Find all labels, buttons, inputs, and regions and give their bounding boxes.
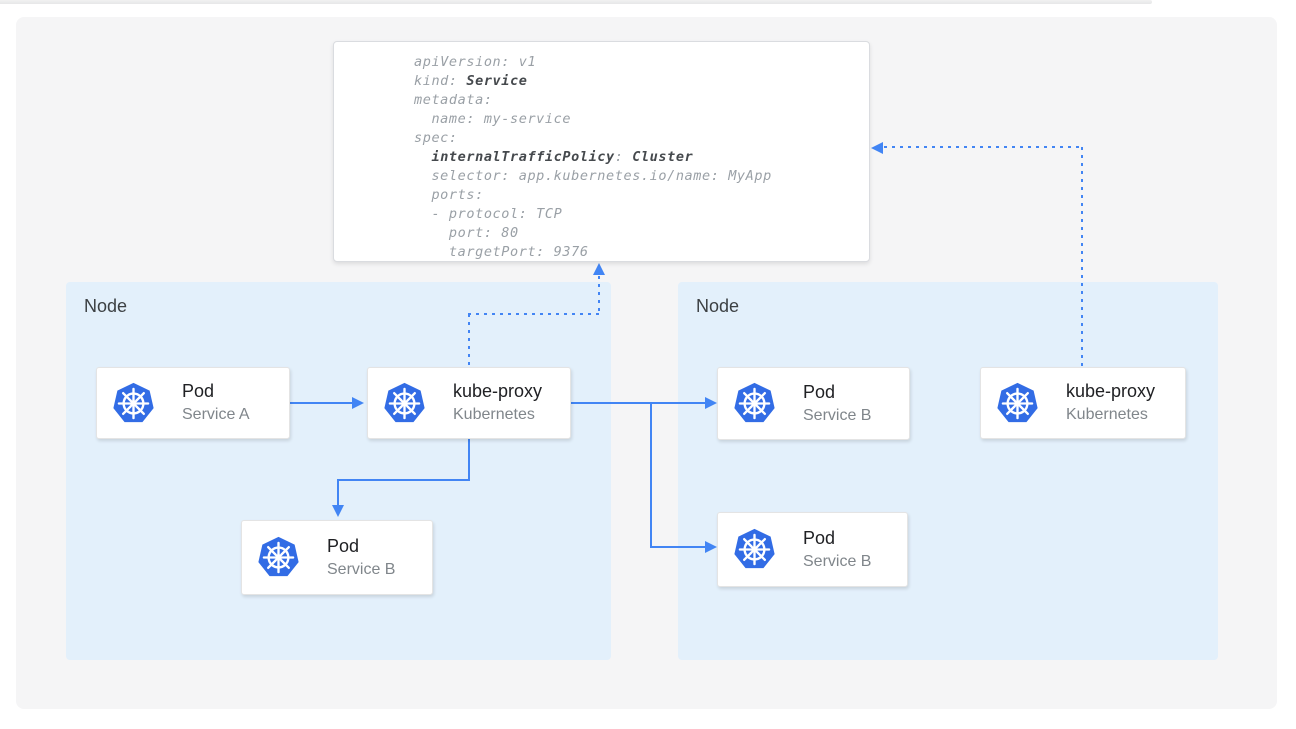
- kubernetes-icon: [733, 382, 776, 424]
- dotted-line-kube-proxy-up: [468, 314, 470, 367]
- arrowhead-right-icon: [352, 397, 364, 409]
- pod-service-b-left-card: Pod Service B: [241, 520, 433, 595]
- node-box-left: Node: [66, 282, 611, 660]
- pod-service-b-right-bottom-card: Pod Service B: [717, 512, 908, 587]
- arrowhead-up-icon: [593, 263, 605, 275]
- arrowhead-right-icon: [705, 541, 717, 553]
- dotted-line-to-yaml-right: [884, 146, 1082, 148]
- card-title: Pod: [327, 535, 360, 556]
- card-title: kube-proxy: [453, 381, 543, 401]
- line-branch-to-bottom-pod: [650, 546, 705, 548]
- card-subtitle: Service B: [803, 406, 872, 424]
- line-down-to-pod-b: [337, 479, 339, 505]
- dotted-line-horizontal-left: [468, 313, 600, 315]
- kubernetes-icon: [112, 381, 155, 423]
- card-subtitle: Service B: [327, 560, 396, 578]
- line-kube-proxy-down: [468, 439, 470, 481]
- arrowhead-left-icon: [871, 142, 883, 154]
- yaml-manifest-card: apiVersion: v1 kind: Service metadata: nam…: [333, 41, 870, 262]
- node-label: Node: [696, 296, 740, 316]
- node-label: Node: [84, 296, 128, 316]
- yaml-code-line: - protocol: TCP: [414, 206, 563, 222]
- card-subtitle: Service A: [182, 406, 250, 423]
- kubernetes-icon: [733, 528, 776, 570]
- dotted-line-right-kube-proxy-up: [1081, 147, 1083, 367]
- line-left-branch: [337, 479, 470, 481]
- yaml-code-line: port: 80: [414, 225, 519, 241]
- yaml-code-line: metadata:: [414, 92, 493, 108]
- dotted-line-to-yaml-bottom: [598, 276, 600, 314]
- kube-proxy-right-card: kube-proxy Kubernetes: [980, 367, 1186, 439]
- yaml-code: apiVersion: v1 kind: Service metadata: nam…: [414, 53, 869, 261]
- card-title: Pod: [182, 381, 215, 401]
- card-subtitle: Kubernetes: [453, 406, 535, 423]
- kube-proxy-left-card: kube-proxy Kubernetes: [367, 367, 571, 439]
- node-box-right: Node: [678, 282, 1218, 660]
- yaml-code-line: selector: app.kubernetes.io/name: MyApp: [414, 168, 772, 184]
- yaml-code-line: spec:: [414, 130, 458, 146]
- top-divider: [0, 0, 1152, 4]
- yaml-code-line: kind: Service: [414, 73, 528, 89]
- card-title: Pod: [803, 527, 836, 548]
- card-title: Pod: [803, 381, 836, 402]
- yaml-code-line: targetPort: 9376: [414, 244, 589, 260]
- yaml-code-line: ports:: [414, 187, 484, 203]
- card-subtitle: Kubernetes: [1066, 406, 1148, 423]
- arrowhead-down-icon: [332, 505, 344, 517]
- kubernetes-icon: [996, 381, 1039, 423]
- pod-service-a-card: Pod Service A: [96, 367, 290, 439]
- kubernetes-icon: [257, 536, 300, 578]
- line-pod-a-to-kube-proxy: [290, 402, 352, 404]
- arrowhead-right-icon: [705, 397, 717, 409]
- card-subtitle: Service B: [803, 552, 872, 570]
- line-branch-down: [650, 402, 652, 548]
- pod-service-b-right-top-card: Pod Service B: [717, 367, 910, 440]
- yaml-code-line: apiVersion: v1: [414, 54, 537, 70]
- yaml-code-line: name: my-service: [414, 111, 572, 127]
- card-title: kube-proxy: [1066, 381, 1156, 401]
- line-kube-proxy-to-right-node: [571, 402, 705, 404]
- yaml-code-line: internalTrafficPolicy: Cluster: [431, 149, 694, 165]
- kubernetes-icon: [383, 381, 426, 423]
